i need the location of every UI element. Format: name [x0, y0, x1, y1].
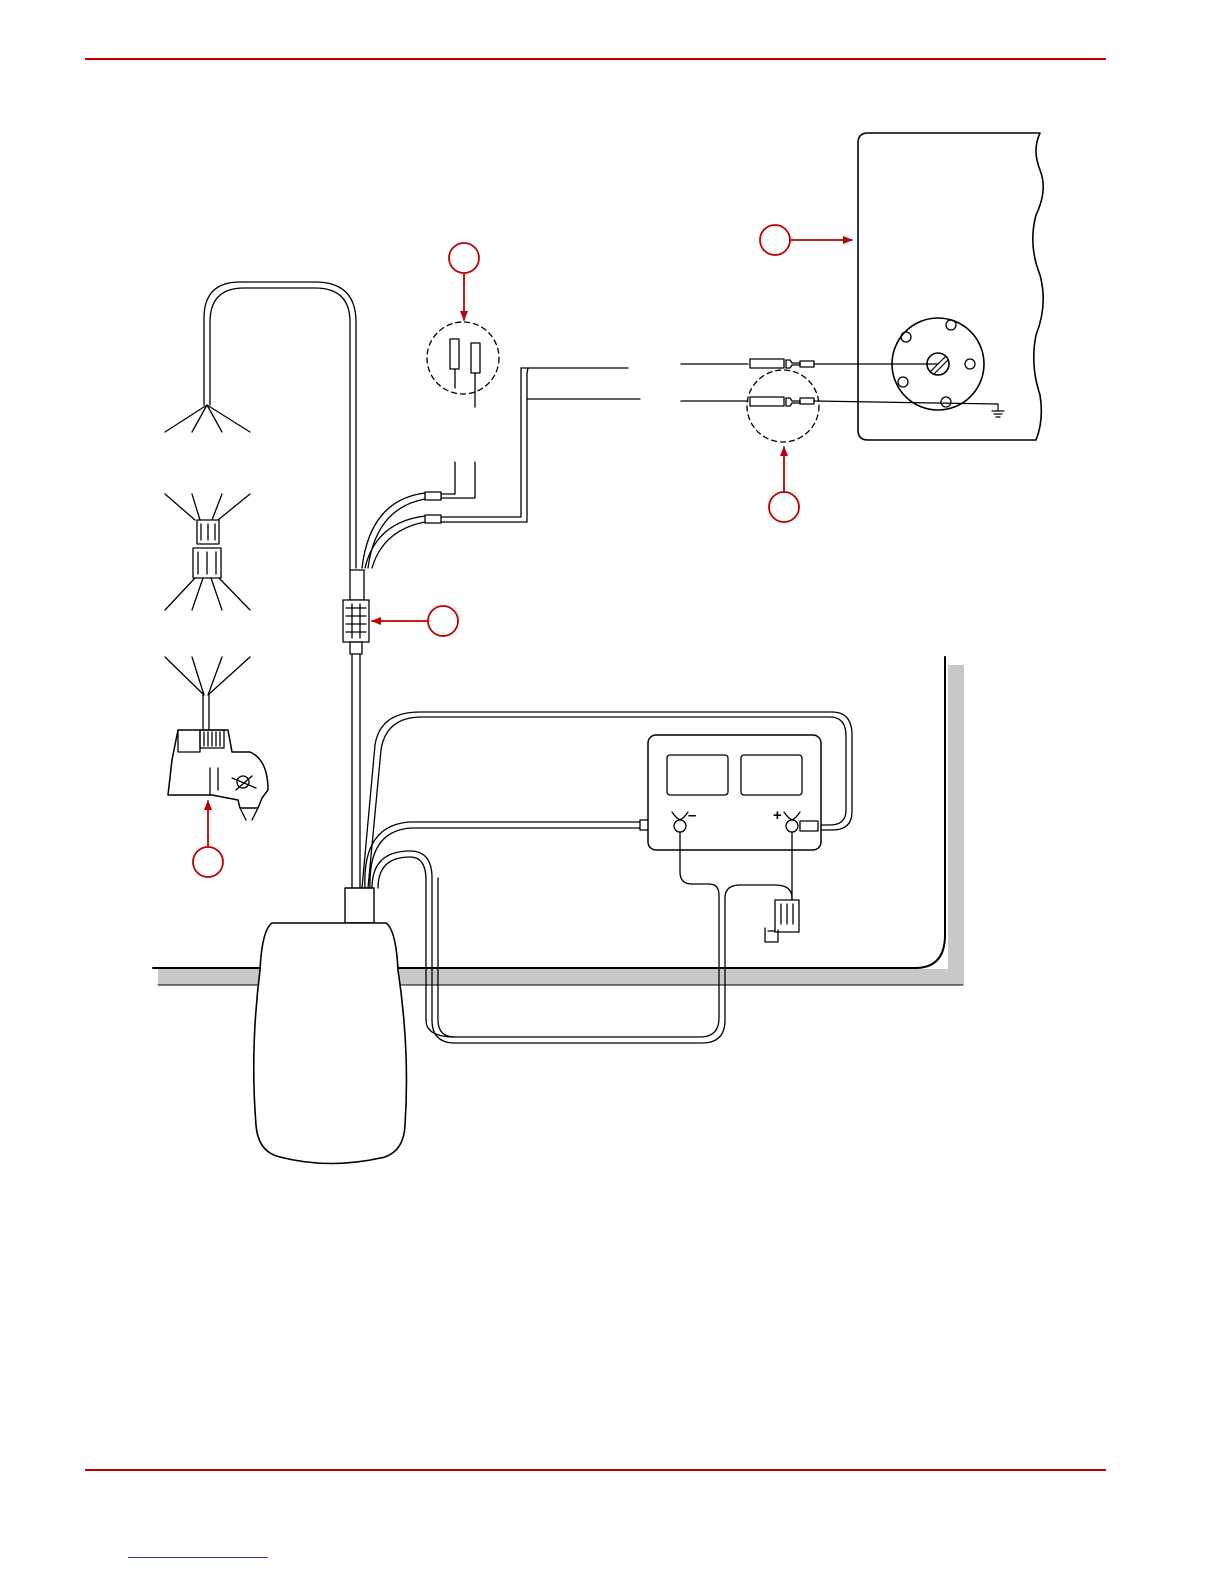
harness-branch-wires [362, 368, 527, 568]
callout-engine-block [760, 225, 852, 255]
callout-ground-connectors [769, 447, 799, 522]
battery: – + [648, 735, 821, 852]
engine-block [858, 133, 1043, 440]
sender-connector-detail [427, 322, 499, 407]
callout-transducer [193, 801, 223, 877]
transducer [168, 730, 268, 820]
display-unit [254, 888, 407, 1164]
battery-negative-label: – [688, 807, 696, 824]
transducer-pigtail [165, 405, 250, 730]
callout-harness-connector [372, 606, 458, 636]
battery-positive-label: + [773, 807, 782, 824]
footer-rule [85, 1469, 1106, 1471]
footer-link-underline[interactable] [128, 1557, 268, 1558]
callout-sender-connectors [449, 243, 479, 320]
